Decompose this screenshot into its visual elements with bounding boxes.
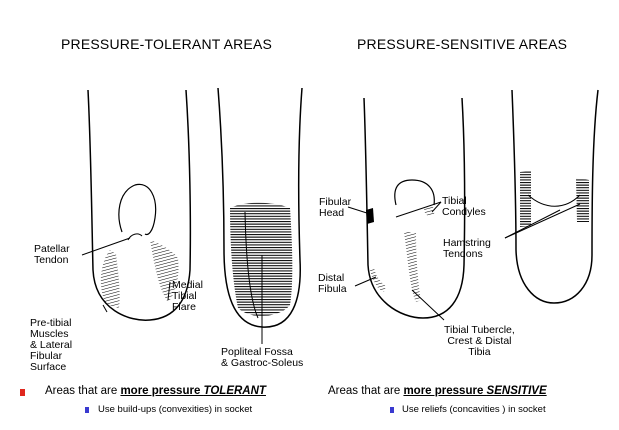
legend-sensitive-sub: Use reliefs (concavities ) in socket: [402, 404, 546, 415]
leader-lines: [81, 201, 581, 344]
residual-limb-posterior-tolerant: [217, 87, 303, 328]
residual-limb-anterior-sensitive: [363, 97, 466, 319]
legend-tolerant: Areas that are more pressure TOLERANT: [45, 385, 266, 397]
label-popliteal-fossa: Popliteal Fossa& Gastroc-Soleus: [221, 346, 304, 369]
heading-sensitive: PRESSURE-SENSITIVE AREAS: [357, 36, 568, 52]
legend-tolerant-sub: Use build-ups (convexities) in socket: [98, 404, 253, 415]
bullet-icon: [20, 389, 25, 396]
residual-limb-posterior-sensitive: [511, 89, 599, 304]
sub-bullet-icon: [85, 407, 89, 413]
heading-tolerant: PRESSURE-TOLERANT AREAS: [61, 36, 273, 52]
legend-sensitive: Areas that are more pressure SENSITIVE: [328, 385, 547, 397]
sub-bullet-icon: [390, 407, 394, 413]
